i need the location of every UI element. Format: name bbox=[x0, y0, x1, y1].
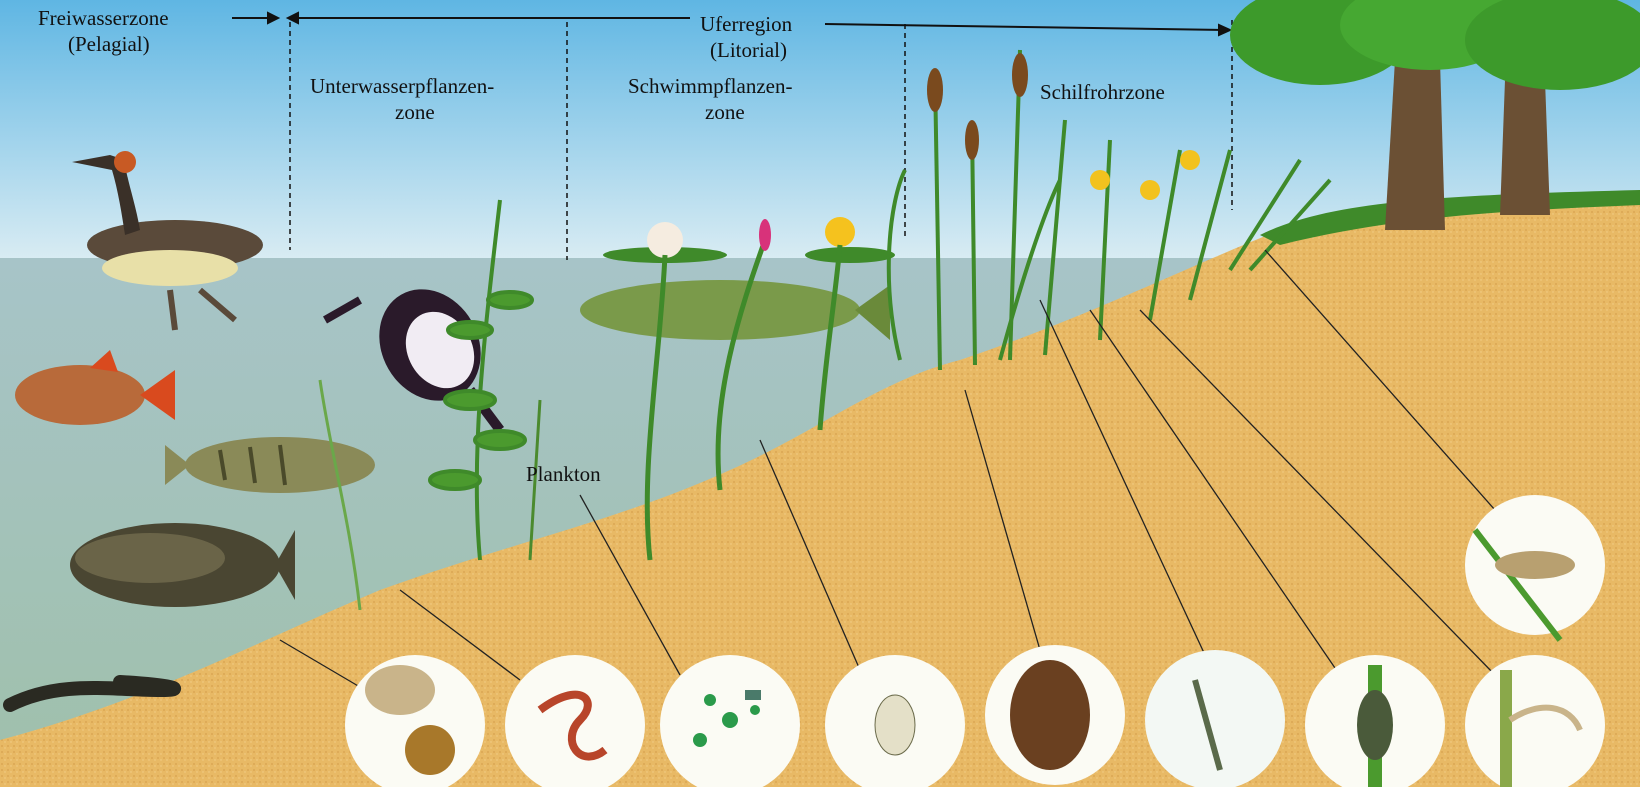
freiwasser-label-line1: Freiwasserzone bbox=[38, 6, 169, 30]
mosquito-larva-icon bbox=[1145, 650, 1285, 790]
unterwasser-label-line1: Unterwasserpflanzen- bbox=[310, 74, 494, 98]
plankton-label: Plankton bbox=[526, 462, 601, 486]
worm-icon bbox=[505, 655, 645, 795]
unterwasser-label-line2: zone bbox=[395, 100, 435, 124]
schwimm-label-line2: zone bbox=[705, 100, 745, 124]
pond-snail-icon bbox=[985, 645, 1125, 785]
mussel-snail-icon bbox=[345, 655, 485, 795]
ufer-label-line2: (Litorial) bbox=[710, 38, 787, 62]
caddisfly-icon bbox=[1465, 655, 1605, 795]
schilf-label: Schilfrohrzone bbox=[1040, 80, 1165, 104]
ufer-label-line1: Uferregion bbox=[700, 12, 792, 36]
water-flea-icon bbox=[825, 655, 965, 795]
schwimm-label-line1: Schwimmpflanzen- bbox=[628, 74, 792, 98]
plankton-icon bbox=[660, 655, 800, 795]
snail-eggs-icon bbox=[1305, 655, 1445, 795]
freiwasser-label-line2: (Pelagial) bbox=[68, 32, 150, 56]
